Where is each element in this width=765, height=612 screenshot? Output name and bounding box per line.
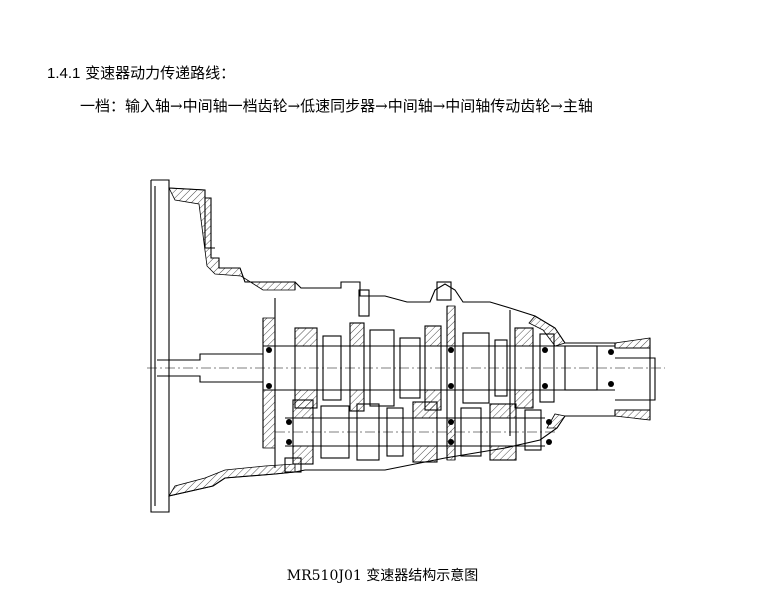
section-heading: 1.4.1 变速器动力传递路线： [47,62,235,85]
transmission-drawing-svg [147,179,665,513]
figure-caption: MR510J01 变速器结构示意图 [286,568,479,584]
section-title: 变速器动力传递路线： [85,64,236,82]
transmission-drawing [145,178,667,514]
power-route-text: 一档：输入轴→中间轴一档齿轮→低速同步器→中间轴→中间轴传动齿轮→主轴 [80,97,593,115]
section-number: 1.4.1 [47,65,81,82]
